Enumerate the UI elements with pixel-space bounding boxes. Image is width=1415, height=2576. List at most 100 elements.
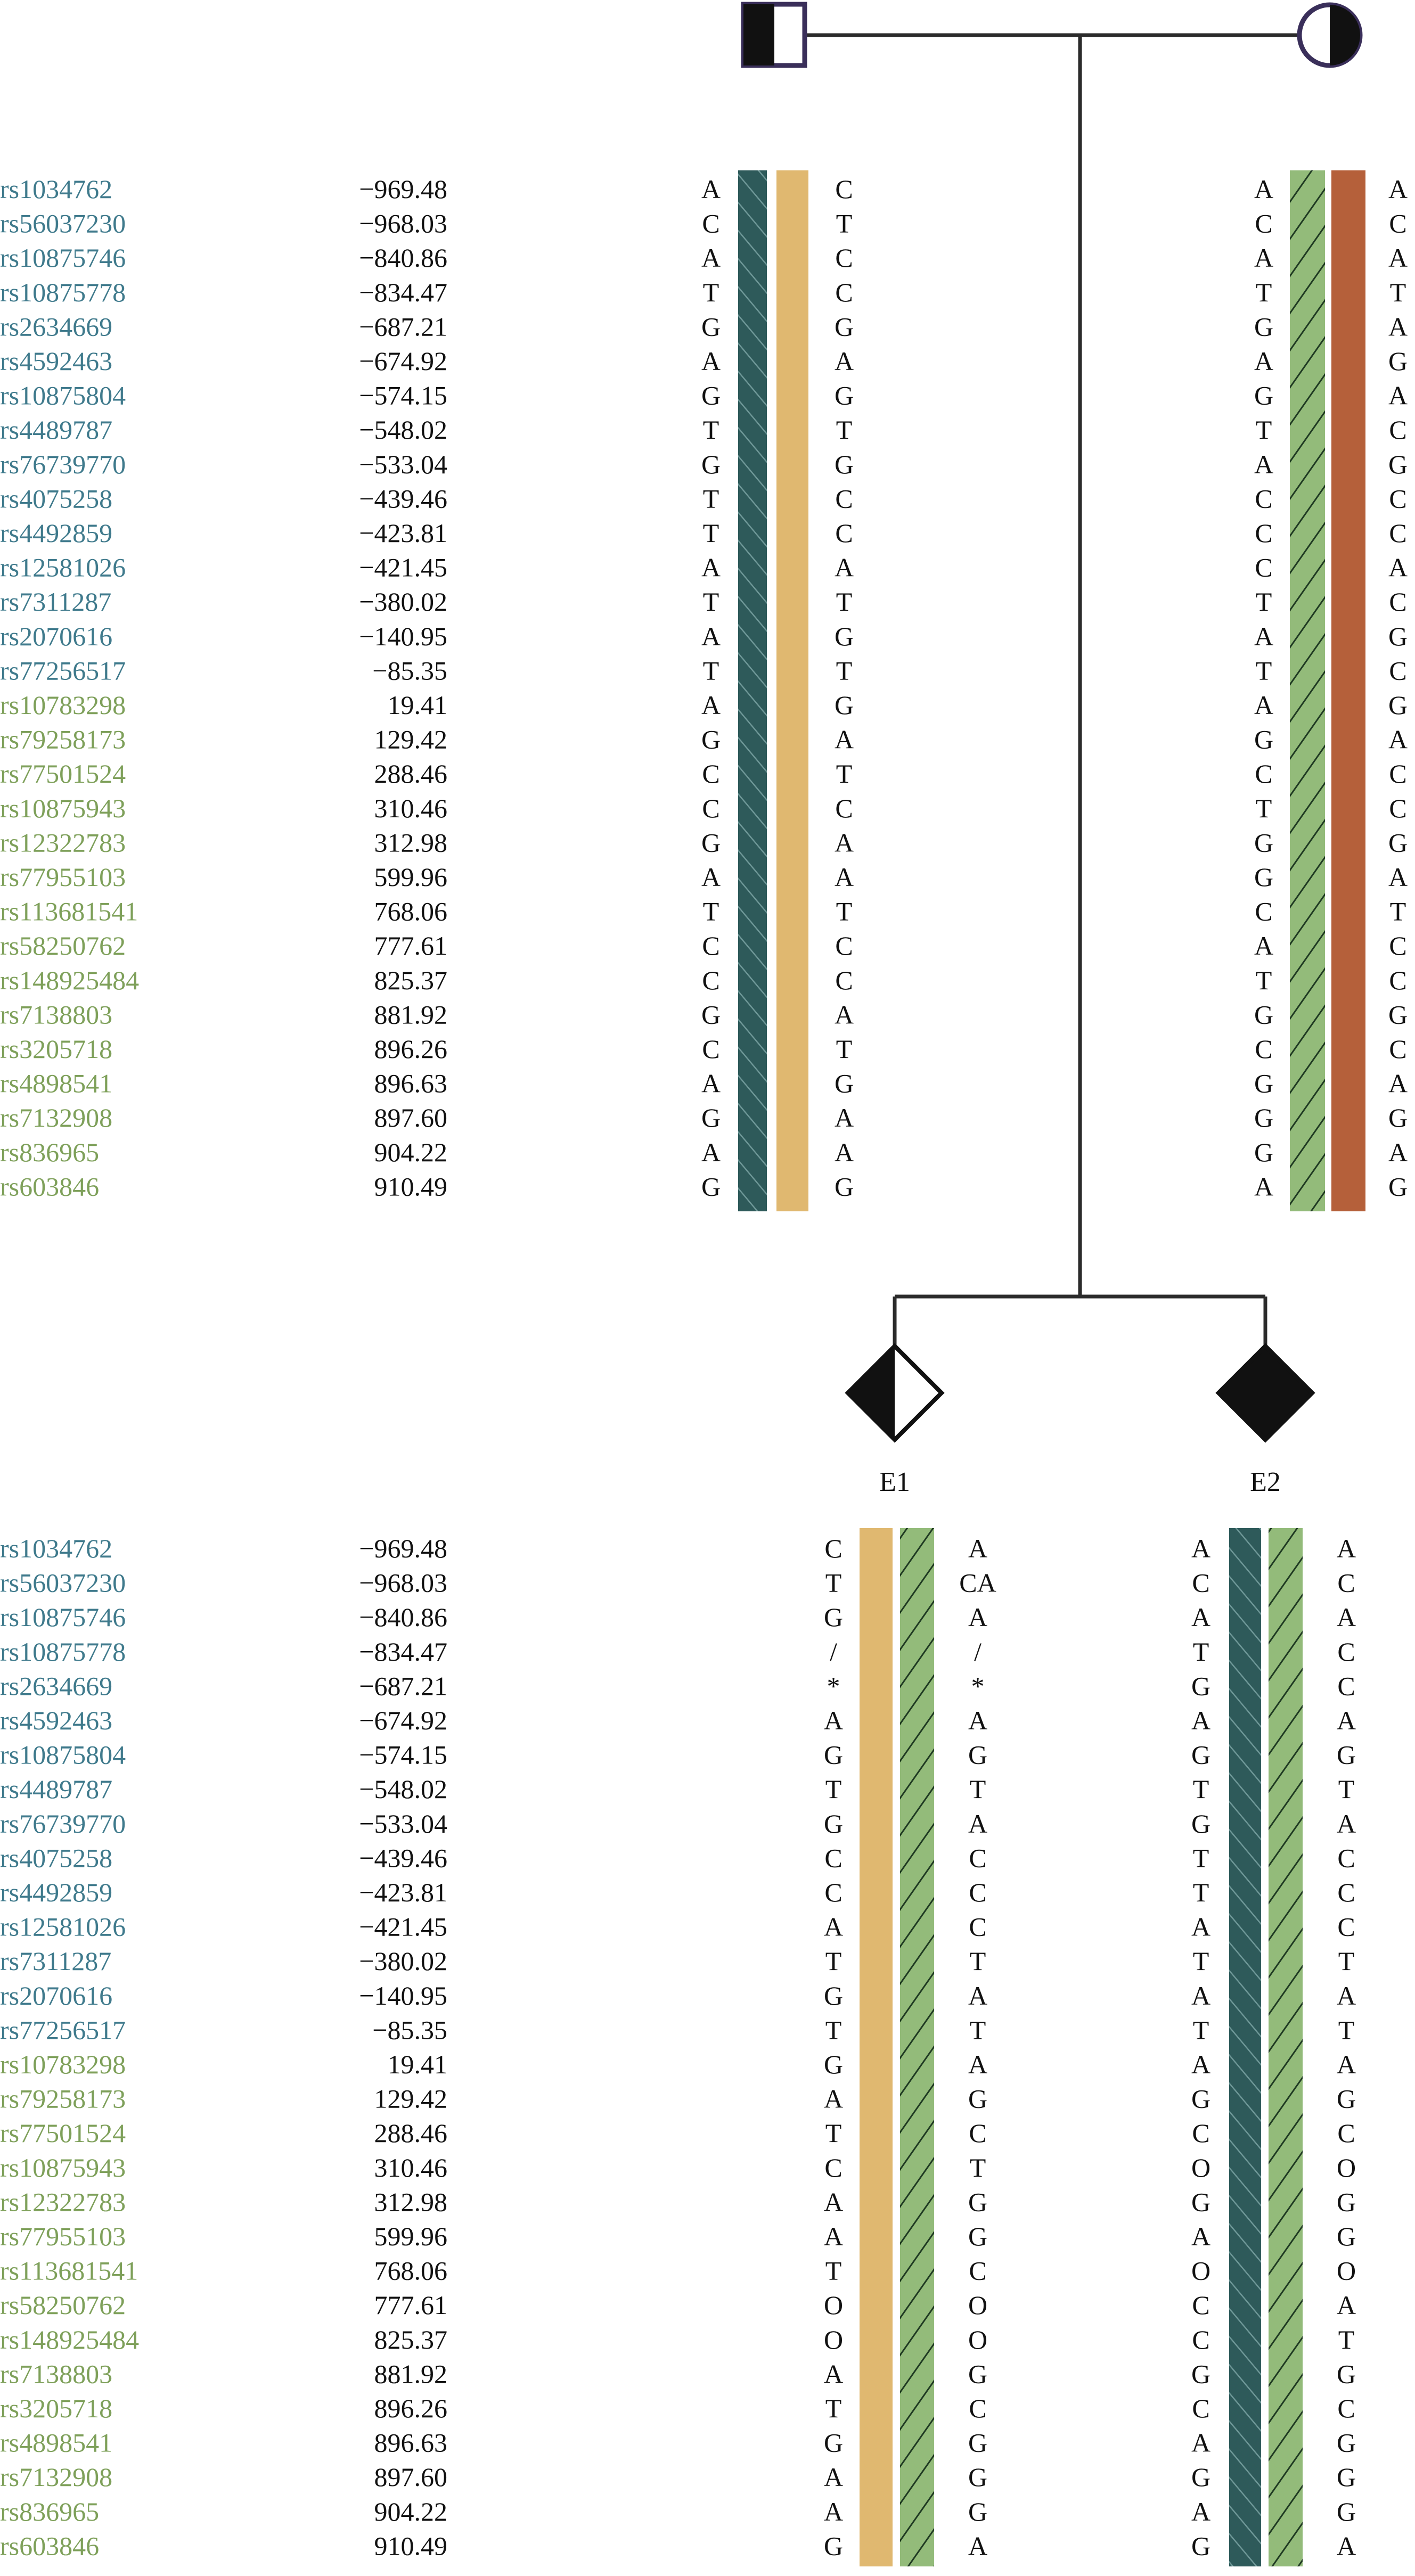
top-rsid: rs10875943 bbox=[0, 793, 126, 823]
e1-allele: O bbox=[824, 2325, 843, 2355]
father-allele: G bbox=[701, 449, 721, 479]
bottom-rsid: rs77501524 bbox=[0, 2118, 126, 2148]
father-allele: T bbox=[836, 587, 853, 617]
e1-allele: A bbox=[968, 2049, 987, 2079]
mother-allele: C bbox=[1255, 1034, 1272, 1064]
e2-allele: C bbox=[1192, 2325, 1209, 2355]
e2-allele: G bbox=[1191, 2462, 1210, 2492]
father-allele: T bbox=[836, 209, 853, 239]
e1-allele: G bbox=[968, 2497, 987, 2526]
bottom-position: 19.41 bbox=[388, 2049, 448, 2079]
father-allele: C bbox=[835, 965, 853, 995]
father-allele: C bbox=[835, 931, 853, 961]
e1-allele: A bbox=[824, 2187, 843, 2217]
father-allele: T bbox=[703, 415, 719, 445]
bottom-rsid: rs12581026 bbox=[0, 1912, 126, 1942]
e2-allele: O bbox=[1191, 2256, 1210, 2286]
mother-allele: C bbox=[1389, 483, 1406, 513]
bottom-position: 896.63 bbox=[374, 2428, 448, 2458]
mother-allele: A bbox=[1254, 690, 1273, 720]
mother-allele: A bbox=[1388, 553, 1408, 583]
father-allele: C bbox=[835, 518, 853, 548]
bottom-rsid: rs7311287 bbox=[0, 1946, 111, 1976]
bottom-position: 288.46 bbox=[374, 2118, 448, 2148]
bottom-rsid: rs10875778 bbox=[0, 1637, 126, 1667]
father-allele: C bbox=[702, 1034, 719, 1064]
e2-allele: C bbox=[1337, 1843, 1355, 1873]
e1-allele: T bbox=[970, 1946, 986, 1976]
father-allele: C bbox=[702, 209, 719, 239]
bottom-position: 129.42 bbox=[374, 2084, 448, 2114]
bottom-rsid: rs603846 bbox=[0, 2531, 99, 2561]
father-allele: A bbox=[835, 725, 854, 754]
e2-allele: T bbox=[1338, 2325, 1355, 2355]
e2-allele: A bbox=[1337, 1602, 1356, 1632]
e2-allele: A bbox=[1191, 1705, 1210, 1735]
top-rsid: rs148925484 bbox=[0, 965, 139, 995]
bottom-position: −439.46 bbox=[359, 1843, 447, 1873]
e2-allele: T bbox=[1193, 2015, 1209, 2045]
bottom-rsid: rs836965 bbox=[0, 2497, 99, 2526]
e1-allele: / bbox=[974, 1637, 981, 1667]
e2-label: E2 bbox=[1250, 1467, 1281, 1497]
bottom-position: −421.45 bbox=[359, 1912, 447, 1942]
bottom-rsid: rs76739770 bbox=[0, 1809, 126, 1839]
e1-allele: T bbox=[825, 2256, 842, 2286]
father-allele: C bbox=[835, 277, 853, 307]
mother-allele: C bbox=[1255, 518, 1272, 548]
bottom-rsid: rs2634669 bbox=[0, 1671, 112, 1701]
e2-allele: A bbox=[1337, 1981, 1356, 2011]
mother-allele: C bbox=[1255, 759, 1272, 789]
top-position: −674.92 bbox=[359, 346, 447, 376]
e2-allele: G bbox=[1337, 2428, 1356, 2458]
e1-allele: A bbox=[968, 1602, 987, 1632]
father-symbol bbox=[741, 2, 807, 68]
top-rsid: rs4492859 bbox=[0, 518, 112, 548]
mother-allele: A bbox=[1388, 174, 1408, 204]
father-allele: C bbox=[702, 793, 719, 823]
top-position: 599.96 bbox=[374, 862, 448, 892]
e1-allele: C bbox=[969, 1843, 986, 1873]
top-position: 825.37 bbox=[374, 965, 448, 995]
bottom-rsid: rs56037230 bbox=[0, 1568, 126, 1598]
bottom-rsid: rs12322783 bbox=[0, 2187, 126, 2217]
father-allele: C bbox=[835, 793, 853, 823]
e2-allele: C bbox=[1337, 1568, 1355, 1598]
mother-allele: G bbox=[1254, 1137, 1273, 1167]
e2-allele: A bbox=[1191, 2049, 1210, 2079]
e2-allele: A bbox=[1191, 1602, 1210, 1632]
father-allele: G bbox=[835, 621, 854, 651]
top-position: 881.92 bbox=[374, 999, 448, 1029]
mother-allele: A bbox=[1254, 174, 1273, 204]
father-allele: T bbox=[703, 897, 719, 926]
e2-allele: C bbox=[1337, 2118, 1355, 2148]
e2-allele: G bbox=[1191, 2187, 1210, 2217]
top-position: −140.95 bbox=[359, 621, 447, 651]
bottom-rsid: rs4592463 bbox=[0, 1705, 112, 1735]
top-rsid: rs10875746 bbox=[0, 243, 126, 273]
e1-allele: C bbox=[969, 2118, 986, 2148]
father-allele: T bbox=[836, 655, 853, 685]
father-allele: G bbox=[701, 725, 721, 754]
top-position: 897.60 bbox=[374, 1103, 448, 1133]
bottom-rsid: rs79258173 bbox=[0, 2084, 126, 2114]
e1-allele: T bbox=[825, 2118, 842, 2148]
bottom-rsid: rs77256517 bbox=[0, 2015, 126, 2045]
top-rsid: rs77501524 bbox=[0, 759, 126, 789]
bottom-rsid: rs10783298 bbox=[0, 2049, 126, 2079]
mother-allele: G bbox=[1388, 621, 1408, 651]
top-position: 904.22 bbox=[374, 1137, 448, 1167]
e2-allele: A bbox=[1337, 2531, 1356, 2561]
mother-allele: C bbox=[1389, 415, 1406, 445]
bottom-position: −140.95 bbox=[359, 1981, 447, 2011]
e1-allele: O bbox=[824, 2290, 843, 2320]
e1-allele: A bbox=[968, 1705, 987, 1735]
e1-label: E1 bbox=[879, 1467, 910, 1497]
father-allele: A bbox=[701, 621, 721, 651]
e2-allele: O bbox=[1191, 2153, 1210, 2183]
father-allele: T bbox=[836, 415, 853, 445]
mother-allele: C bbox=[1389, 759, 1406, 789]
e2-allele: G bbox=[1337, 2462, 1356, 2492]
